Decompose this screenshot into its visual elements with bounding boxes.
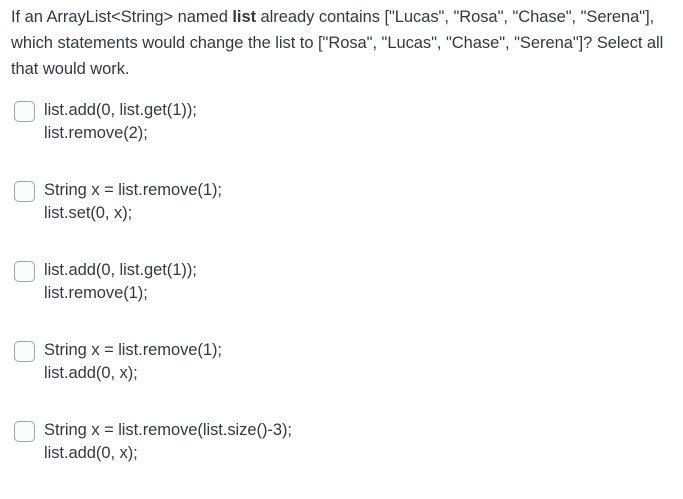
answer-label-3[interactable]: list.add(0, list.get(1)); list.remove(1); bbox=[35, 259, 683, 305]
answer-code-line-4b: list.add(0, x); bbox=[44, 364, 138, 382]
answer-code-line-3b: list.remove(1); bbox=[44, 284, 148, 302]
answer-code-line-1b: list.remove(2); bbox=[44, 124, 148, 142]
answer-option-2[interactable]: String x = list.remove(1); list.set(0, x)… bbox=[0, 179, 683, 259]
answer-code-line-4a: String x = list.remove(1); bbox=[44, 341, 222, 359]
answer-checkbox-5[interactable] bbox=[14, 421, 35, 442]
answer-code-line-5b: list.add(0, x); bbox=[44, 444, 138, 462]
answer-label-1[interactable]: list.add(0, list.get(1)); list.remove(2); bbox=[35, 99, 683, 145]
answer-checkbox-3[interactable] bbox=[14, 261, 35, 282]
question-prompt-prefix: If an ArrayList<String> named bbox=[11, 8, 233, 26]
question-prompt-suffix: already contains ["Lucas", "Rosa", "Chas… bbox=[11, 8, 664, 78]
answer-code-line-2b: list.set(0, x); bbox=[44, 204, 133, 222]
answer-label-5[interactable]: String x = list.remove(list.size()-3); li… bbox=[35, 419, 683, 465]
answer-checkbox-1[interactable] bbox=[14, 101, 35, 122]
answer-option-3[interactable]: list.add(0, list.get(1)); list.remove(1); bbox=[0, 259, 683, 339]
answer-options-list: list.add(0, list.get(1)); list.remove(2);… bbox=[0, 99, 683, 499]
question-prompt-variable-name: list bbox=[232, 8, 257, 26]
answer-option-1[interactable]: list.add(0, list.get(1)); list.remove(2); bbox=[0, 99, 683, 179]
answer-code-line-3a: list.add(0, list.get(1)); bbox=[44, 261, 197, 279]
answer-checkbox-4[interactable] bbox=[14, 341, 35, 362]
answer-code-line-2a: String x = list.remove(1); bbox=[44, 181, 222, 199]
answer-code-line-1a: list.add(0, list.get(1)); bbox=[44, 101, 197, 119]
answer-option-4[interactable]: String x = list.remove(1); list.add(0, x)… bbox=[0, 339, 683, 419]
answer-option-5[interactable]: String x = list.remove(list.size()-3); li… bbox=[0, 419, 683, 499]
answer-label-4[interactable]: String x = list.remove(1); list.add(0, x)… bbox=[35, 339, 683, 385]
answer-label-2[interactable]: String x = list.remove(1); list.set(0, x)… bbox=[35, 179, 683, 225]
answer-code-line-5a: String x = list.remove(list.size()-3); bbox=[44, 421, 292, 439]
question-prompt: If an ArrayList<String> named list alrea… bbox=[0, 0, 683, 82]
answer-checkbox-2[interactable] bbox=[14, 181, 35, 202]
